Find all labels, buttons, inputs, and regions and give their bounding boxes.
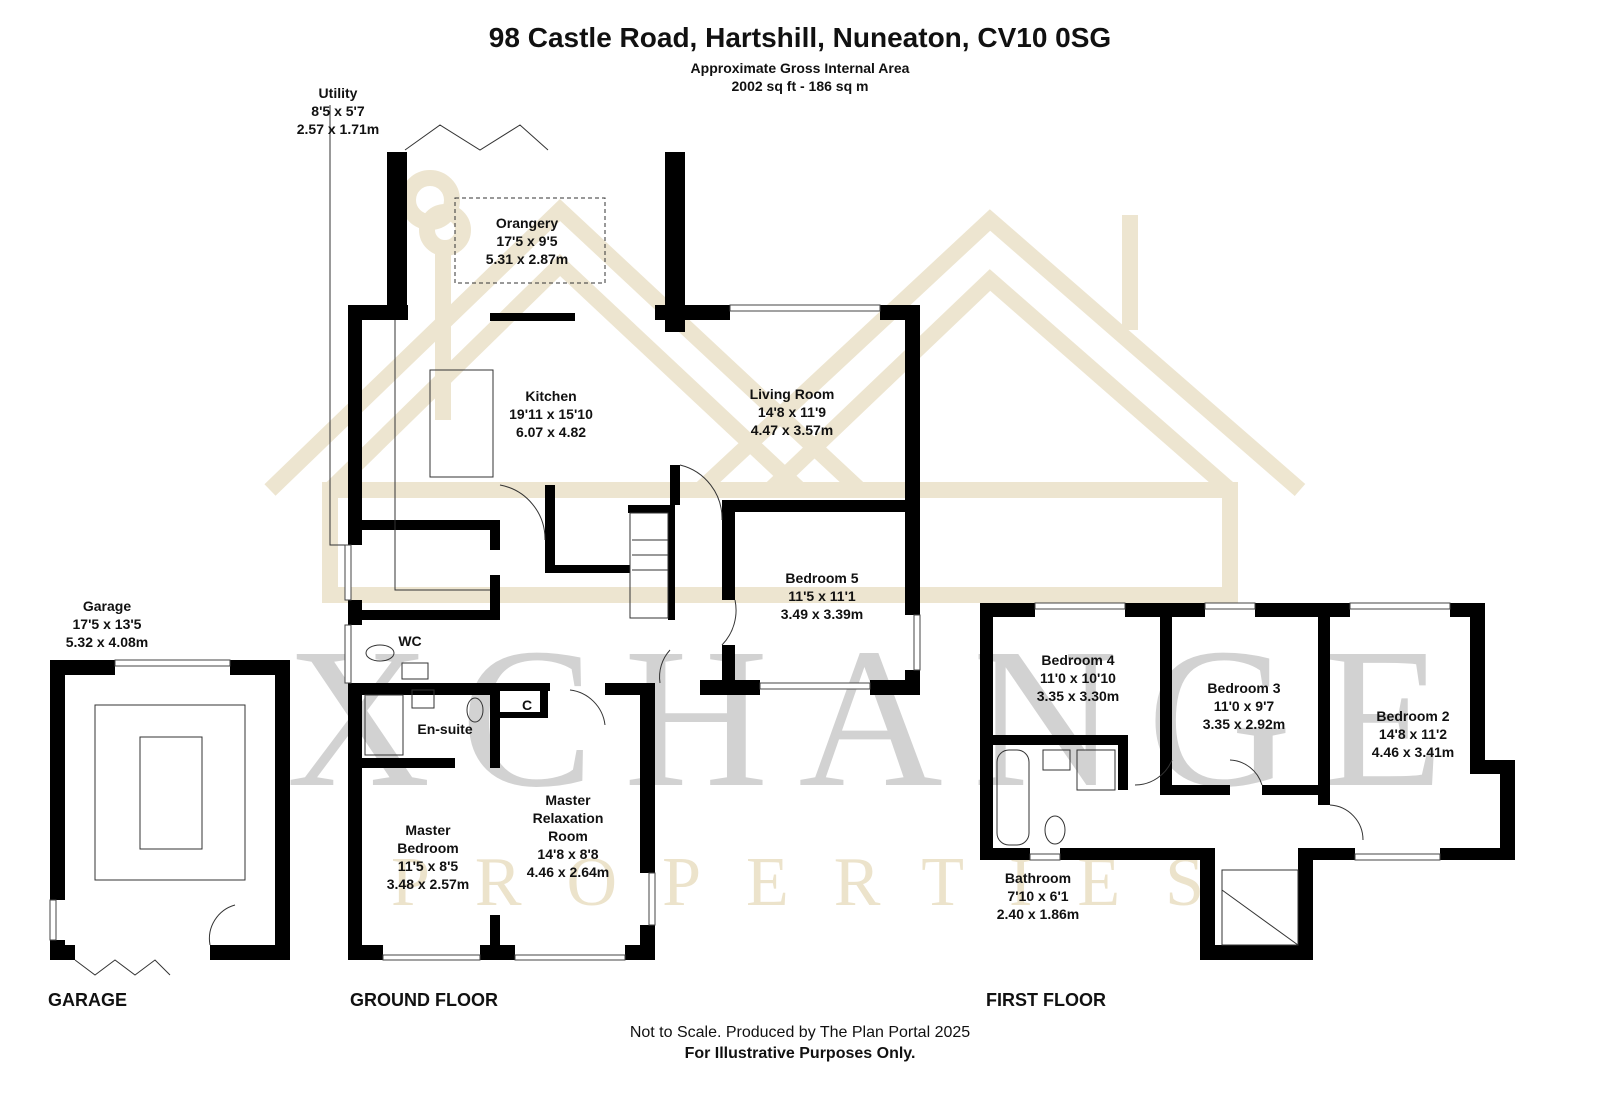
- room-metric: 3.35 x 2.92m: [1202, 716, 1286, 732]
- room-label-master-relaxation: Master Relaxation Room 14'8 x 8'8 4.46 x 2…: [527, 791, 610, 881]
- room-label-bedroom-5: Bedroom 5 11'5 x 11'1 3.49 x 3.39m: [781, 569, 864, 623]
- toilet: [1044, 815, 1066, 845]
- shower: [1076, 749, 1116, 791]
- ensuite-shower: [364, 694, 404, 756]
- room-imperial: 14'8 x 11'2: [1378, 726, 1448, 742]
- wc-label: WC: [398, 633, 422, 649]
- garage-floor-label: GARAGE: [48, 990, 128, 1010]
- room-metric: 3.35 x 3.30m: [1036, 688, 1120, 704]
- room-imperial: 7'10 x 6'1: [1007, 888, 1069, 904]
- room-imperial: 11'0 x 9'7: [1213, 698, 1275, 714]
- room-label-bedroom-3: Bedroom 3 11'0 x 9'7 3.35 x 2.92m: [1203, 679, 1286, 733]
- area-value: 2002 sq ft - 186 sq m: [731, 78, 869, 94]
- room-name: Bedroom 4: [1041, 652, 1115, 668]
- walls: [50, 152, 1515, 960]
- area-label: Approximate Gross Internal Area: [690, 60, 910, 76]
- room-imperial: 14'8 x 11'9: [757, 404, 827, 420]
- bathtub: [996, 749, 1030, 846]
- room-name: Bedroom 3: [1207, 680, 1281, 696]
- car-outline: [94, 704, 246, 881]
- watermark-brand: XCHANGE: [286, 608, 1474, 829]
- room-name: Orangery: [495, 215, 559, 231]
- room-label-bedroom-4: Bedroom 4 11'0 x 10'10 3.35 x 3.30m: [1037, 651, 1120, 705]
- room-label-utility: Utility 8'5 x 5'7 2.57 x 1.71m: [297, 84, 380, 138]
- room-label-garage: Garage 17'5 x 13'5 5.32 x 4.08m: [66, 597, 149, 651]
- room-imperial: 11'5 x 11'1: [788, 588, 856, 604]
- roof-lantern: [454, 197, 606, 284]
- room-label-master-bedroom: Master Bedroom 11'5 x 8'5 3.48 x 2.57m: [387, 821, 470, 893]
- room-metric: 2.40 x 1.86m: [996, 906, 1080, 922]
- cupboard-label: C: [521, 697, 533, 713]
- windows: [49, 304, 1451, 961]
- room-imperial: 14'8 x 8'8: [537, 846, 599, 862]
- property-address: 98 Castle Road, Hartshill, Nuneaton, CV1…: [488, 22, 1112, 53]
- room-name: Master Relaxation Room: [532, 792, 604, 844]
- first-floor-label: FIRST FLOOR: [986, 990, 1106, 1010]
- staircase: [629, 512, 669, 619]
- first-floor-stairs: [1221, 869, 1299, 946]
- room-name: Master Bedroom: [397, 822, 459, 856]
- footer-disclaimer: Not to Scale. Produced by The Plan Porta…: [629, 1024, 971, 1041]
- room-metric: 6.07 x 4.82: [515, 424, 587, 440]
- watermark-text: XCHANGE PROPERTIES: [286, 608, 1474, 921]
- room-imperial: 17'5 x 13'5: [72, 616, 142, 632]
- room-metric: 5.32 x 4.08m: [65, 634, 149, 650]
- room-name: Kitchen: [525, 388, 577, 404]
- room-label-living-room: Living Room 14'8 x 11'9 4.47 x 3.57m: [750, 385, 835, 439]
- room-metric: 3.48 x 2.57m: [386, 876, 470, 892]
- basin: [1042, 749, 1071, 771]
- room-metric: 4.47 x 3.57m: [750, 422, 834, 438]
- kitchen-island: [429, 369, 494, 478]
- room-label-orangery: Orangery 17'5 x 9'5 5.31 x 2.87m: [486, 214, 569, 268]
- room-name: Bedroom 2: [1376, 708, 1450, 724]
- room-metric: 2.57 x 1.71m: [296, 121, 380, 137]
- ensuite-label: En-suite: [417, 721, 473, 737]
- room-label-bathroom: Bathroom 7'10 x 6'1 2.40 x 1.86m: [997, 869, 1080, 923]
- room-metric: 4.46 x 2.64m: [526, 864, 610, 880]
- ground-floor-label: GROUND FLOOR: [350, 990, 498, 1010]
- room-imperial: 11'0 x 10'10: [1040, 670, 1116, 686]
- room-name: Bedroom 5: [785, 570, 859, 586]
- room-metric: 3.49 x 3.39m: [780, 606, 864, 622]
- room-label-kitchen: Kitchen 19'11 x 15'10 6.07 x 4.82: [509, 387, 593, 441]
- room-imperial: 8'5 x 5'7: [311, 103, 365, 119]
- room-name: Living Room: [749, 386, 835, 402]
- room-metric: 5.31 x 2.87m: [485, 251, 569, 267]
- room-name: Utility: [318, 85, 358, 101]
- room-imperial: 11'5 x 8'5: [397, 858, 459, 874]
- room-name: Bathroom: [1004, 870, 1072, 886]
- room-imperial: 19'11 x 15'10: [509, 406, 593, 422]
- room-label-bedroom-2: Bedroom 2 14'8 x 11'2 4.46 x 3.41m: [1372, 707, 1455, 761]
- footer-note: For Illustrative Purposes Only.: [684, 1045, 916, 1062]
- room-name: Garage: [82, 598, 132, 614]
- room-metric: 4.46 x 3.41m: [1371, 744, 1455, 760]
- fixtures: [74, 105, 1364, 976]
- room-imperial: 17'5 x 9'5: [496, 233, 558, 249]
